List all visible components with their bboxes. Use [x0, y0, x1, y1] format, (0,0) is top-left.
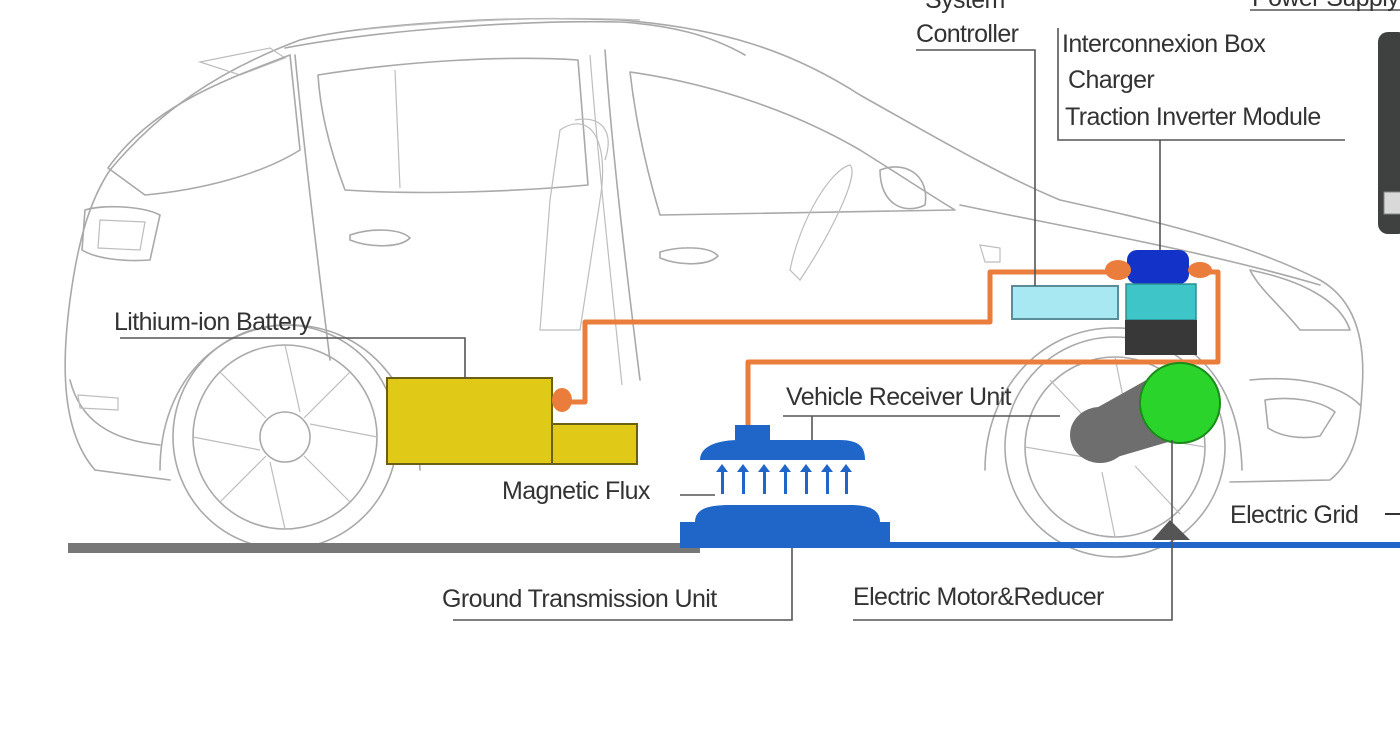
vehicle-receiver-unit [700, 425, 865, 460]
traction-inverter-label: Traction Inverter Module [1065, 103, 1321, 131]
system-controller-box [1011, 285, 1119, 320]
ground-transmission-unit [680, 505, 890, 548]
magnetic-flux-label: Magnetic Flux [502, 477, 651, 505]
charger-label: Charger [1068, 66, 1154, 94]
inverter-module [1105, 250, 1212, 355]
lithium-ion-battery [386, 377, 638, 465]
vehicle-receiver-label: Vehicle Receiver Unit [786, 383, 1012, 411]
car-outline [64, 17, 1364, 558]
grid-support [1152, 520, 1190, 540]
ground-transmission-label: Ground Transmission Unit [442, 585, 717, 613]
front-wheel [984, 327, 1243, 558]
magnetic-flux-arrows [716, 464, 852, 494]
lithium-battery-label: Lithium-ion Battery [114, 308, 312, 336]
power-supply-panel [1378, 32, 1400, 234]
electric-grid-label: Electric Grid [1230, 501, 1358, 529]
motor-and-reducer [1070, 362, 1221, 463]
system-label: System [925, 0, 1005, 14]
power-supply-label: Power Supply [1252, 0, 1400, 12]
controller-label: Controller [916, 20, 1019, 48]
interconnexion-box-label: Interconnexion Box [1062, 30, 1266, 58]
electric-motor-label: Electric Motor&Reducer [853, 583, 1104, 611]
power-supply-screen [1383, 191, 1400, 215]
rear-wheel [159, 324, 421, 550]
leader-lines [120, 9, 1400, 621]
